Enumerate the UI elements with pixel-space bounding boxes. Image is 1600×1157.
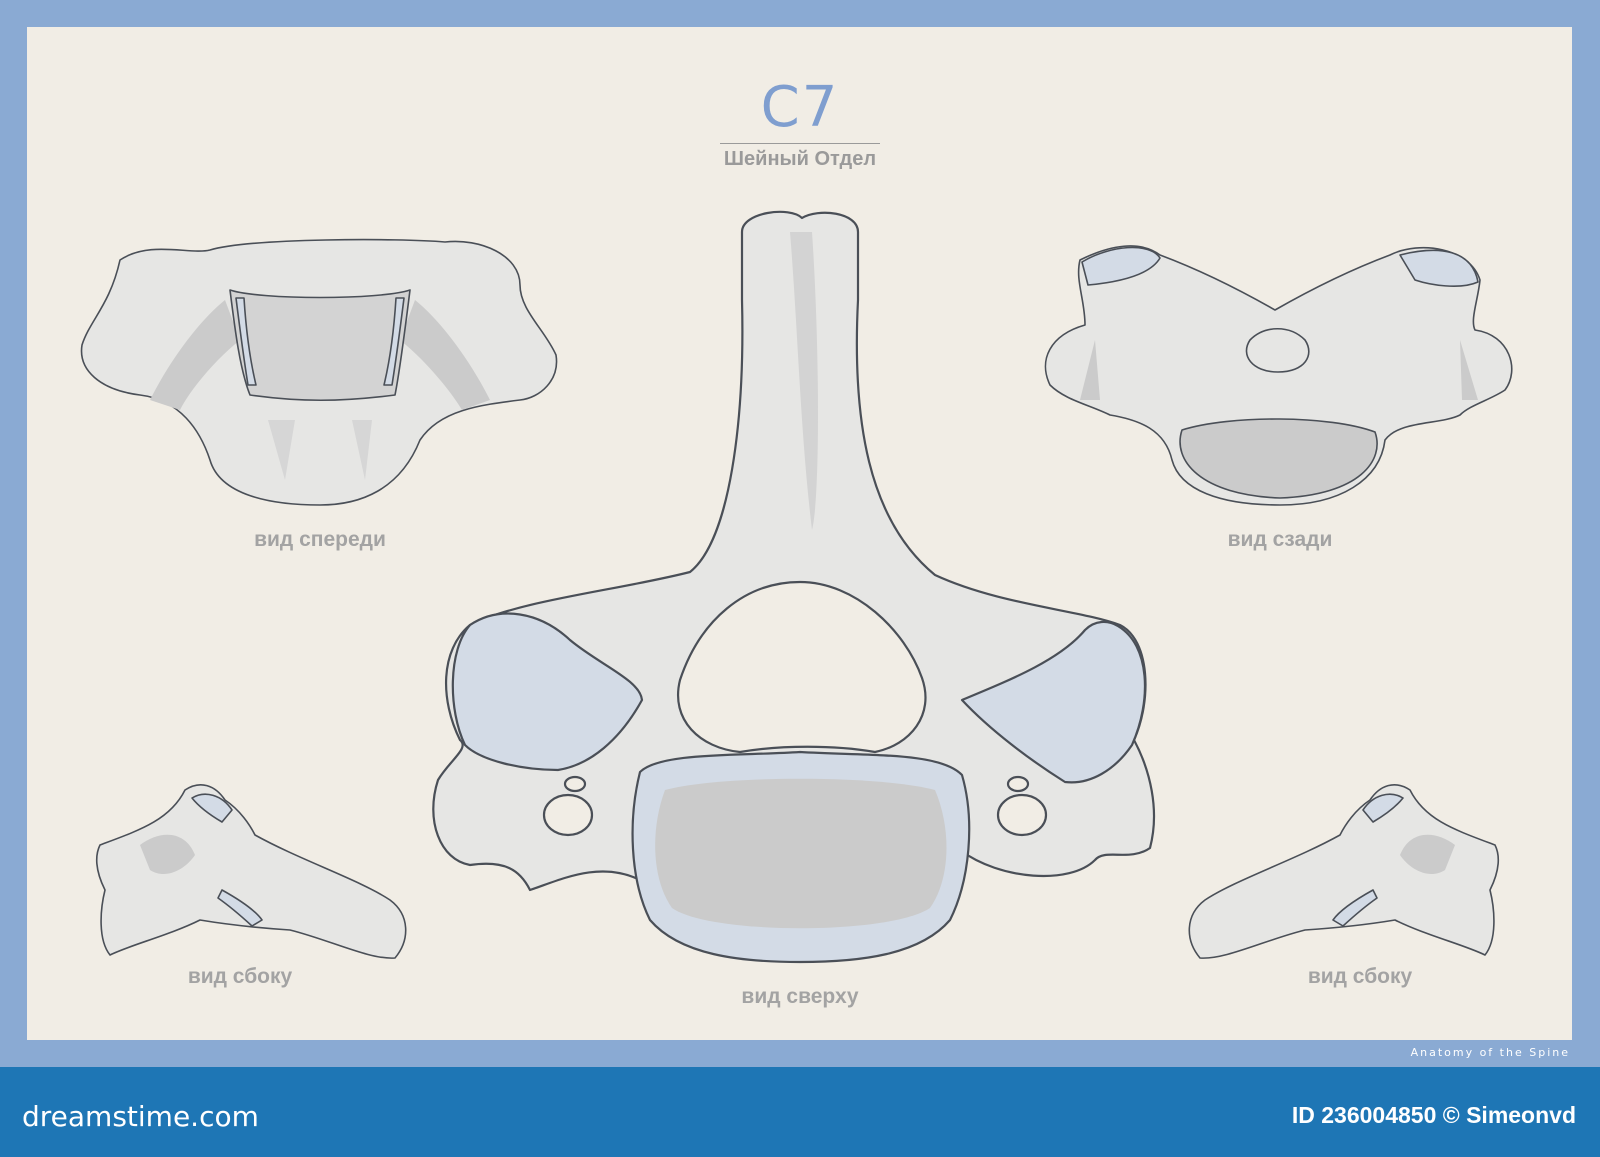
footer-bar: [0, 1067, 1600, 1157]
label-side-view-left: вид сбоку: [187, 965, 293, 988]
back-view-left-facet: [1081, 246, 1161, 286]
stock-id: ID 236004850 © Simeonvd: [1291, 1102, 1576, 1128]
back-view-body: [1179, 418, 1378, 499]
front-view-neural-arch: [229, 289, 411, 402]
brand-logo[interactable]: dreamstime.com: [22, 1100, 259, 1133]
back-view-right-facet: [1399, 249, 1479, 287]
label-top-view: вид сверху: [741, 985, 859, 1008]
diagram-title: C7: [760, 75, 840, 140]
right-articular-facet: [960, 620, 1147, 784]
back-view-spinous-tip: [1245, 328, 1310, 373]
title-divider: [720, 143, 880, 144]
credit-text: Anatomy of the Spine: [1410, 1046, 1570, 1059]
side-view-left-facet: [191, 793, 233, 823]
vertebral-body-endplate: [655, 778, 947, 929]
label-side-view-right: вид сбоку: [1307, 965, 1413, 988]
back-view-vertebra: [1044, 245, 1513, 506]
vertebral-foramen: [677, 580, 927, 754]
front-view-vertebra: [80, 238, 558, 506]
side-view-right-vertebra: [1188, 784, 1500, 959]
side-view-right-facet: [1362, 793, 1404, 823]
side-view-left-vertebra: [95, 784, 407, 959]
diagram-subtitle: Шейный Отдел: [723, 148, 877, 170]
vertebra-illustration: [80, 210, 1513, 964]
back-view-bone-outline: [1044, 245, 1513, 506]
label-front-view: вид спереди: [254, 528, 386, 551]
left-articular-facet: [451, 612, 644, 772]
label-back-view: вид сзади: [1227, 528, 1333, 551]
side-view-left-bone-outline: [95, 784, 407, 959]
top-view-vertebra: [432, 210, 1156, 964]
right-transverse-foramen: [996, 793, 1048, 837]
side-view-right-bone-outline: [1188, 784, 1500, 959]
left-transverse-foramen: [542, 793, 594, 837]
